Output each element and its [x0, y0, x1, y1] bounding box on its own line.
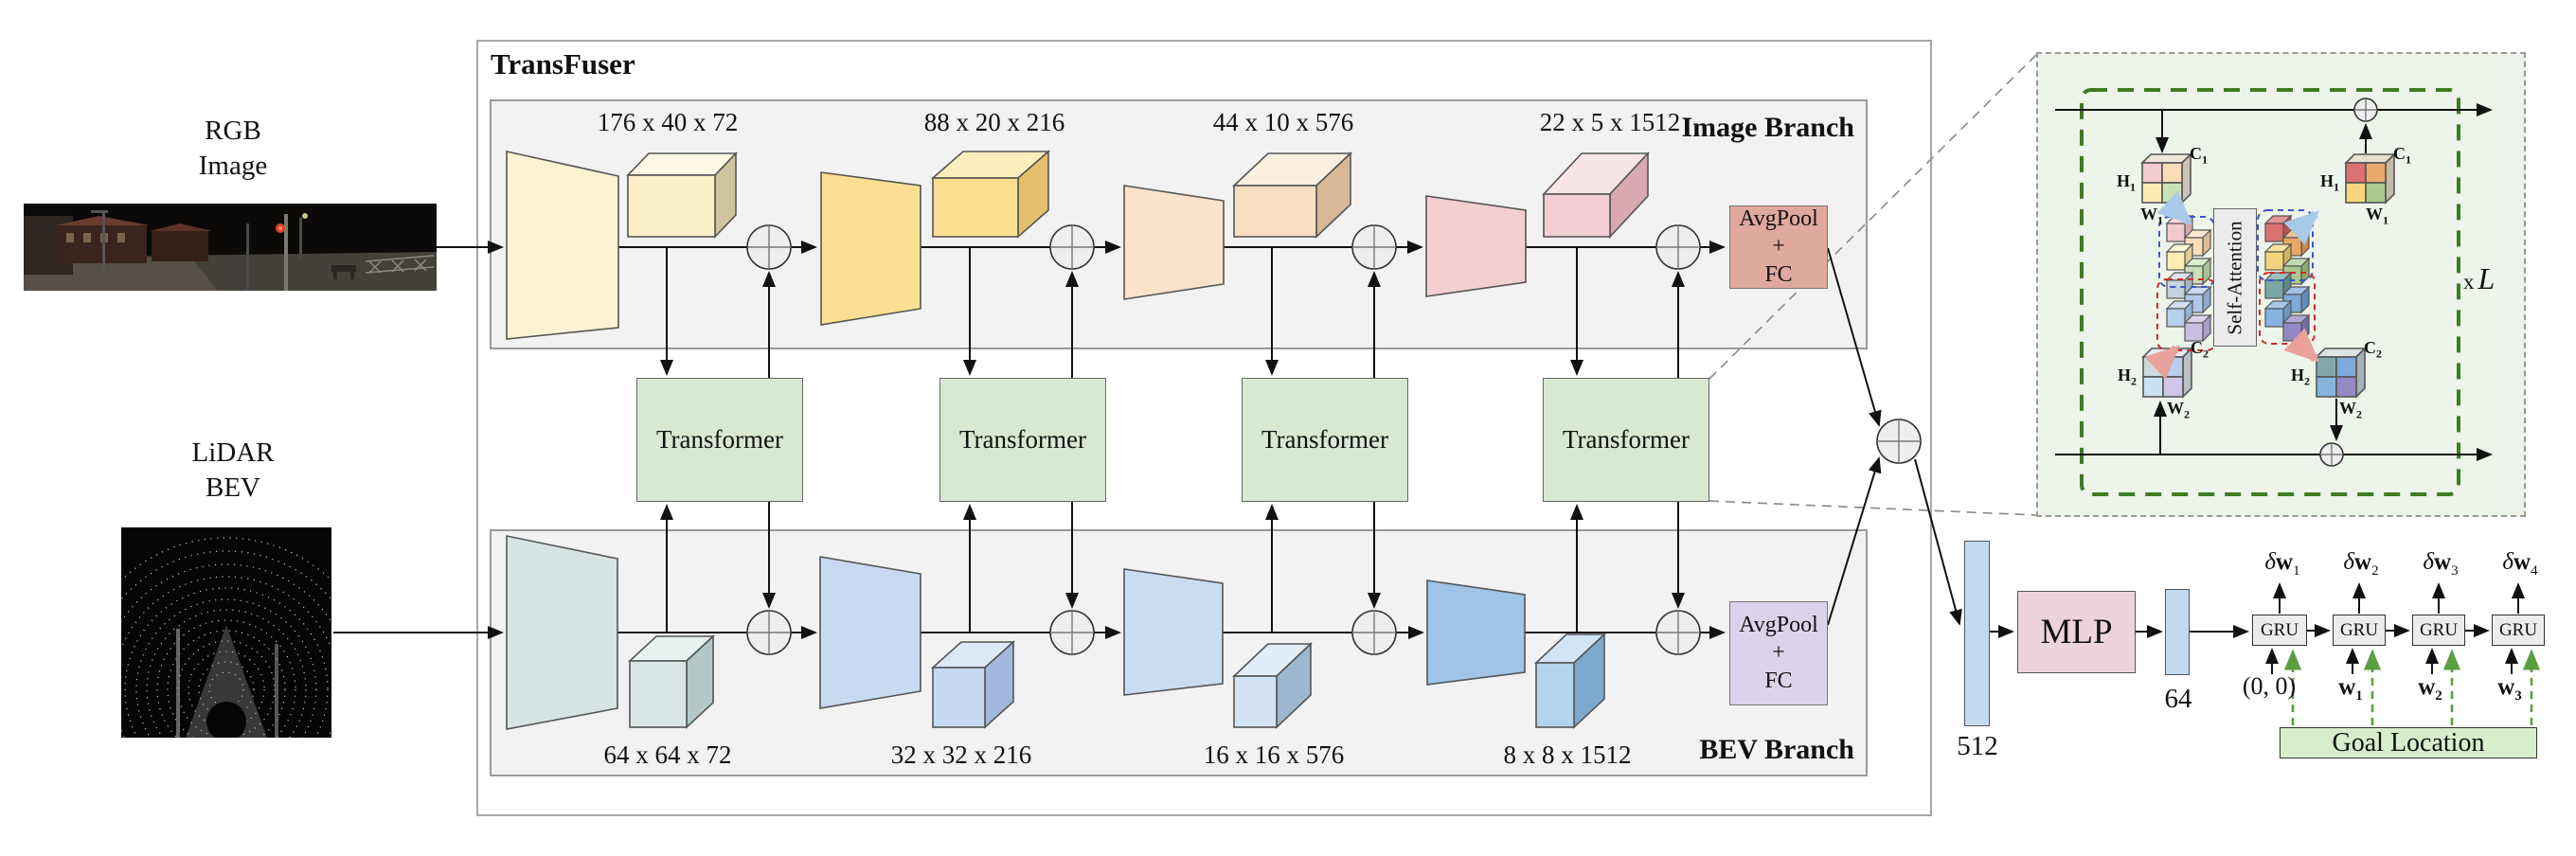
feature-vector-64 — [2165, 589, 2190, 675]
bev-conv-stage-4 — [1426, 580, 1607, 729]
bev-conv-stage-2 — [819, 556, 1016, 729]
image-token-grid-out — [2344, 152, 2396, 205]
image-conv-stage-4 — [1425, 151, 1650, 297]
h1-label: H1 — [2116, 171, 2136, 194]
image-dim-2: 88 x 20 x 216 — [923, 108, 1065, 136]
image-avgpool-fc: AvgPool+FC — [1729, 205, 1828, 289]
c1-label-out: C1 — [2393, 144, 2411, 167]
image-branch-label: Image Branch — [1681, 112, 1855, 143]
transformer-label: Transformer — [656, 425, 783, 454]
bev-dim-4: 8 x 8 x 1512 — [1503, 740, 1632, 769]
sum-icon — [2319, 442, 2344, 467]
sum-icon — [746, 610, 792, 655]
fusion-lines — [1827, 247, 2249, 638]
bev-token-grid-out — [2315, 347, 2367, 399]
bev-out-arrow — [2283, 328, 2319, 363]
residual-loop-border — [2080, 88, 2460, 496]
lidar-bev-thumbnail — [121, 527, 331, 738]
image-conv-stage-3 — [1123, 152, 1353, 300]
sum-icon — [1655, 224, 1701, 270]
diagram-title: TransFuser — [491, 47, 635, 80]
sum-icon — [1351, 610, 1397, 655]
sum-icon — [1049, 224, 1095, 270]
transformer-label: Transformer — [959, 425, 1086, 454]
sum-icon — [1049, 610, 1095, 655]
gru-input-w3: w3 — [2497, 674, 2522, 704]
bev-token-group-left — [2156, 278, 2217, 351]
image-dim-4: 22 x 5 x 1512 — [1539, 108, 1681, 136]
gru-init-label: (0, 0) — [2242, 672, 2297, 700]
self-attention-label: Self-Attention — [2223, 220, 2246, 335]
transformer-block-3: Transformer — [1242, 378, 1408, 502]
vector-64-label: 64 — [2164, 684, 2192, 714]
sum-icon — [2353, 98, 2378, 122]
token-column-right — [2263, 214, 2311, 343]
loop-count-label: x L — [2463, 261, 2496, 295]
vector-512-label: 512 — [1957, 731, 1998, 761]
transformer-block-4: Transformer — [1543, 378, 1709, 502]
gru-arrows — [2265, 582, 2541, 725]
transformer-block-1: Transformer — [636, 378, 803, 502]
goal-location-box: Goal Location — [2280, 727, 2537, 758]
rgb-image-thumbnail — [24, 204, 437, 291]
c2-label-out: C2 — [2364, 338, 2382, 361]
gru-output-2: δw2 — [2343, 549, 2379, 579]
w1-label: W1 — [2140, 205, 2163, 227]
image-dim-1: 176 x 40 x 72 — [597, 108, 739, 136]
lidar-input-label: LiDAR BEV — [191, 437, 275, 503]
image-token-grid-in — [2140, 152, 2192, 205]
bev-in-arrow — [2144, 345, 2180, 380]
gru-output-4: δw4 — [2502, 549, 2538, 579]
sum-icon — [1351, 224, 1397, 270]
feature-vector-512 — [1964, 541, 1990, 726]
image-conv-stage-2 — [820, 150, 1051, 326]
w2-label: W2 — [2167, 399, 2190, 421]
transformer-label: Transformer — [1261, 425, 1388, 454]
gru-cell-4: GRU — [2492, 615, 2545, 646]
h2-label-out: H2 — [2290, 366, 2310, 388]
gru-output-3: δw3 — [2423, 549, 2459, 579]
self-attention-box: Self-Attention — [2213, 208, 2257, 347]
bev-conv-stage-1 — [506, 535, 716, 730]
gru-cell-1: GRU — [2252, 615, 2307, 646]
w2-label-out: W2 — [2339, 399, 2362, 421]
sum-icon — [1655, 610, 1701, 655]
gru-cell-2: GRU — [2333, 615, 2386, 646]
bev-dim-1: 64 x 64 x 72 — [603, 740, 732, 769]
gru-input-w1: w1 — [2338, 674, 2363, 704]
attention-detail — [2055, 88, 2493, 496]
bev-dim-2: 32 x 32 x 216 — [890, 740, 1032, 769]
bev-conv-stage-3 — [1123, 568, 1314, 729]
transformer-io-lines — [660, 247, 1685, 633]
h2-label: H2 — [2117, 366, 2137, 388]
rgb-input-label: RGB Image — [198, 116, 268, 181]
c1-label: C1 — [2190, 144, 2208, 167]
bev-branch-label: BEV Branch — [1699, 734, 1854, 765]
bev-avgpool-fc: AvgPool+FC — [1729, 601, 1828, 705]
h1-label-out: H1 — [2319, 171, 2339, 194]
sum-icon — [746, 224, 792, 270]
bev-dim-3: 16 x 16 x 576 — [1203, 740, 1345, 769]
global-sum-icon — [1876, 419, 1922, 464]
w1-label-out: W1 — [2366, 205, 2388, 227]
image-conv-stage-1 — [506, 151, 738, 340]
c2-label: C2 — [2191, 338, 2209, 361]
transformer-label: Transformer — [1563, 425, 1690, 454]
image-dim-3: 44 x 10 x 576 — [1212, 108, 1354, 136]
mlp-block: MLP — [2017, 591, 2136, 673]
image-in-arrow — [2156, 190, 2192, 225]
gru-output-1: δw1 — [2264, 549, 2300, 579]
gru-input-w2: w2 — [2418, 674, 2442, 704]
zoom-connector-bottom — [1708, 500, 2037, 516]
image-out-arrow — [2283, 210, 2319, 245]
transformer-block-2: Transformer — [939, 378, 1106, 502]
zoom-connector-top — [1708, 54, 2037, 380]
sum-nodes — [746, 224, 1922, 655]
image-token-group-right — [2257, 209, 2314, 281]
gru-cell-3: GRU — [2412, 615, 2465, 646]
